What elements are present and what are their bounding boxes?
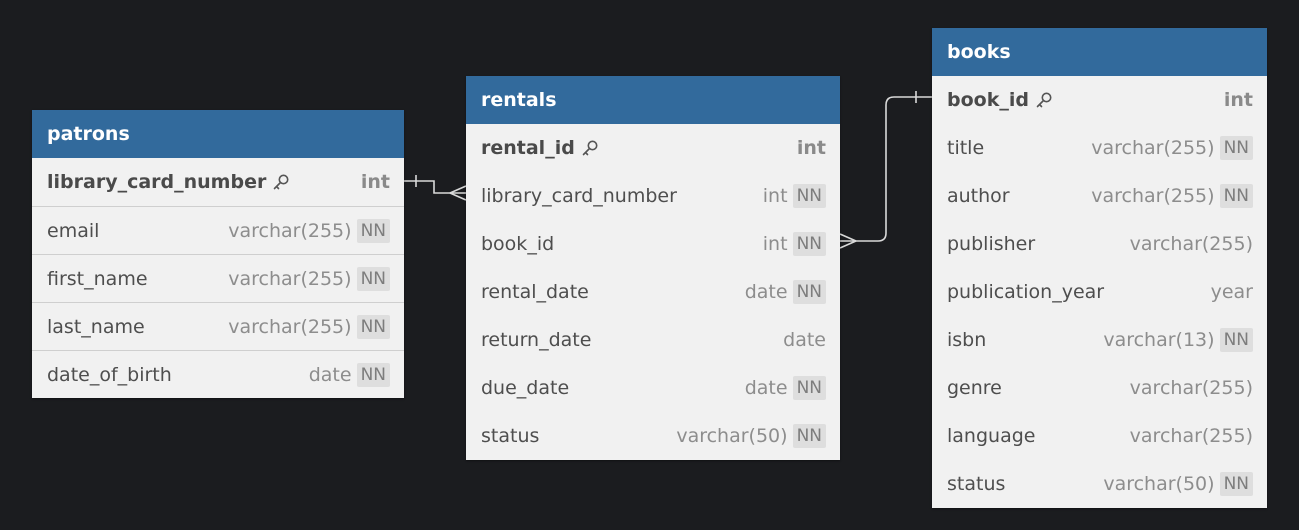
not-null-badge: NN bbox=[356, 266, 390, 291]
field-type: varchar(255) bbox=[1091, 137, 1215, 159]
field-type: int bbox=[762, 185, 788, 207]
table-row[interactable]: email varchar(255) NN bbox=[32, 206, 404, 254]
table-header-books[interactable]: books bbox=[932, 28, 1267, 76]
table-row[interactable]: publication_year year bbox=[932, 268, 1267, 316]
not-null-badge: NN bbox=[356, 314, 390, 339]
table-row[interactable]: date_of_birth date NN bbox=[32, 350, 404, 398]
field-name: last_name bbox=[47, 315, 145, 338]
field-type: varchar(255) bbox=[1129, 377, 1253, 399]
field-type: varchar(255) bbox=[228, 315, 352, 338]
not-null-badge: NN bbox=[792, 232, 826, 256]
table-row[interactable]: publisher varchar(255) bbox=[932, 220, 1267, 268]
field-type: varchar(255) bbox=[228, 267, 352, 290]
field-type: varchar(255) bbox=[1129, 233, 1253, 255]
not-null-badge: NN bbox=[356, 362, 390, 387]
field-name: book_id bbox=[481, 233, 555, 255]
not-null-badge: NN bbox=[1219, 184, 1253, 208]
table-row[interactable]: status varchar(50) NN bbox=[932, 460, 1267, 508]
field-name: publication_year bbox=[947, 281, 1105, 303]
field-name: author bbox=[947, 185, 1010, 207]
table-rentals[interactable]: rentals rental_id int library_card_numbe… bbox=[466, 76, 840, 460]
not-null-badge: NN bbox=[792, 376, 826, 400]
not-null-badge: NN bbox=[1219, 328, 1253, 352]
field-type: int bbox=[762, 233, 788, 255]
table-header-patrons[interactable]: patrons bbox=[32, 110, 404, 158]
field-type: int bbox=[796, 137, 826, 159]
field-name: book_id bbox=[947, 89, 1029, 111]
key-icon bbox=[274, 174, 289, 190]
table-row[interactable]: library_card_number int NN bbox=[466, 172, 840, 220]
field-name: status bbox=[947, 473, 1006, 495]
table-row[interactable]: book_id int bbox=[932, 76, 1267, 124]
field-type: year bbox=[1210, 281, 1253, 303]
not-null-badge: NN bbox=[1219, 472, 1253, 496]
field-type: varchar(255) bbox=[1129, 425, 1253, 447]
field-name: language bbox=[947, 425, 1036, 447]
field-name: rental_date bbox=[481, 281, 589, 303]
table-patrons[interactable]: patrons library_card_number int email va… bbox=[32, 110, 404, 398]
field-name: rental_id bbox=[481, 137, 575, 159]
field-name: library_card_number bbox=[481, 185, 677, 207]
relationship-line bbox=[404, 180, 466, 194]
table-row[interactable]: isbn varchar(13) NN bbox=[932, 316, 1267, 364]
table-row[interactable]: first_name varchar(255) NN bbox=[32, 254, 404, 302]
table-row[interactable]: last_name varchar(255) NN bbox=[32, 302, 404, 350]
table-books[interactable]: books book_id int title varchar(255) NN … bbox=[932, 28, 1267, 508]
table-row[interactable]: language varchar(255) bbox=[932, 412, 1267, 460]
field-type: date bbox=[783, 329, 826, 351]
field-name: date_of_birth bbox=[47, 363, 172, 386]
table-row[interactable]: author varchar(255) NN bbox=[932, 172, 1267, 220]
table-header-rentals[interactable]: rentals bbox=[466, 76, 840, 124]
table-row[interactable]: rental_date date NN bbox=[466, 268, 840, 316]
field-name: title bbox=[947, 137, 985, 159]
not-null-badge: NN bbox=[792, 424, 826, 448]
field-name: genre bbox=[947, 377, 1002, 399]
field-name: library_card_number bbox=[47, 171, 267, 193]
not-null-badge: NN bbox=[356, 218, 390, 243]
table-row[interactable]: due_date date NN bbox=[466, 364, 840, 412]
many-marker bbox=[839, 233, 857, 249]
field-name: email bbox=[47, 219, 100, 242]
relationship-rentals-books bbox=[839, 91, 932, 249]
table-row[interactable]: book_id int NN bbox=[466, 220, 840, 268]
field-name: return_date bbox=[481, 329, 592, 351]
field-type: varchar(13) bbox=[1103, 329, 1215, 351]
not-null-badge: NN bbox=[792, 184, 826, 208]
key-icon bbox=[1036, 92, 1052, 108]
not-null-badge: NN bbox=[1219, 136, 1253, 160]
table-row[interactable]: library_card_number int bbox=[32, 158, 404, 206]
field-name: status bbox=[481, 425, 540, 447]
field-type: date bbox=[308, 363, 352, 386]
table-row[interactable]: return_date date bbox=[466, 316, 840, 364]
field-type: varchar(255) bbox=[1091, 185, 1215, 207]
table-row[interactable]: title varchar(255) NN bbox=[932, 124, 1267, 172]
table-row[interactable]: status varchar(50) NN bbox=[466, 412, 840, 460]
field-type: int bbox=[1223, 89, 1253, 111]
field-name: due_date bbox=[481, 377, 570, 399]
field-type: varchar(50) bbox=[1103, 473, 1215, 495]
field-type: int bbox=[360, 171, 390, 193]
field-type: date bbox=[744, 281, 788, 303]
not-null-badge: NN bbox=[792, 280, 826, 304]
field-type: varchar(255) bbox=[228, 219, 352, 242]
field-name: isbn bbox=[947, 329, 987, 351]
many-marker bbox=[449, 185, 467, 201]
field-name: first_name bbox=[47, 267, 148, 290]
field-name: publisher bbox=[947, 233, 1036, 255]
relationship-line bbox=[840, 96, 932, 242]
field-type: date bbox=[744, 377, 788, 399]
table-row[interactable]: genre varchar(255) bbox=[932, 364, 1267, 412]
field-type: varchar(50) bbox=[676, 425, 788, 447]
key-icon bbox=[582, 140, 598, 156]
relationship-patrons-rentals bbox=[404, 175, 467, 201]
table-row[interactable]: rental_id int bbox=[466, 124, 840, 172]
